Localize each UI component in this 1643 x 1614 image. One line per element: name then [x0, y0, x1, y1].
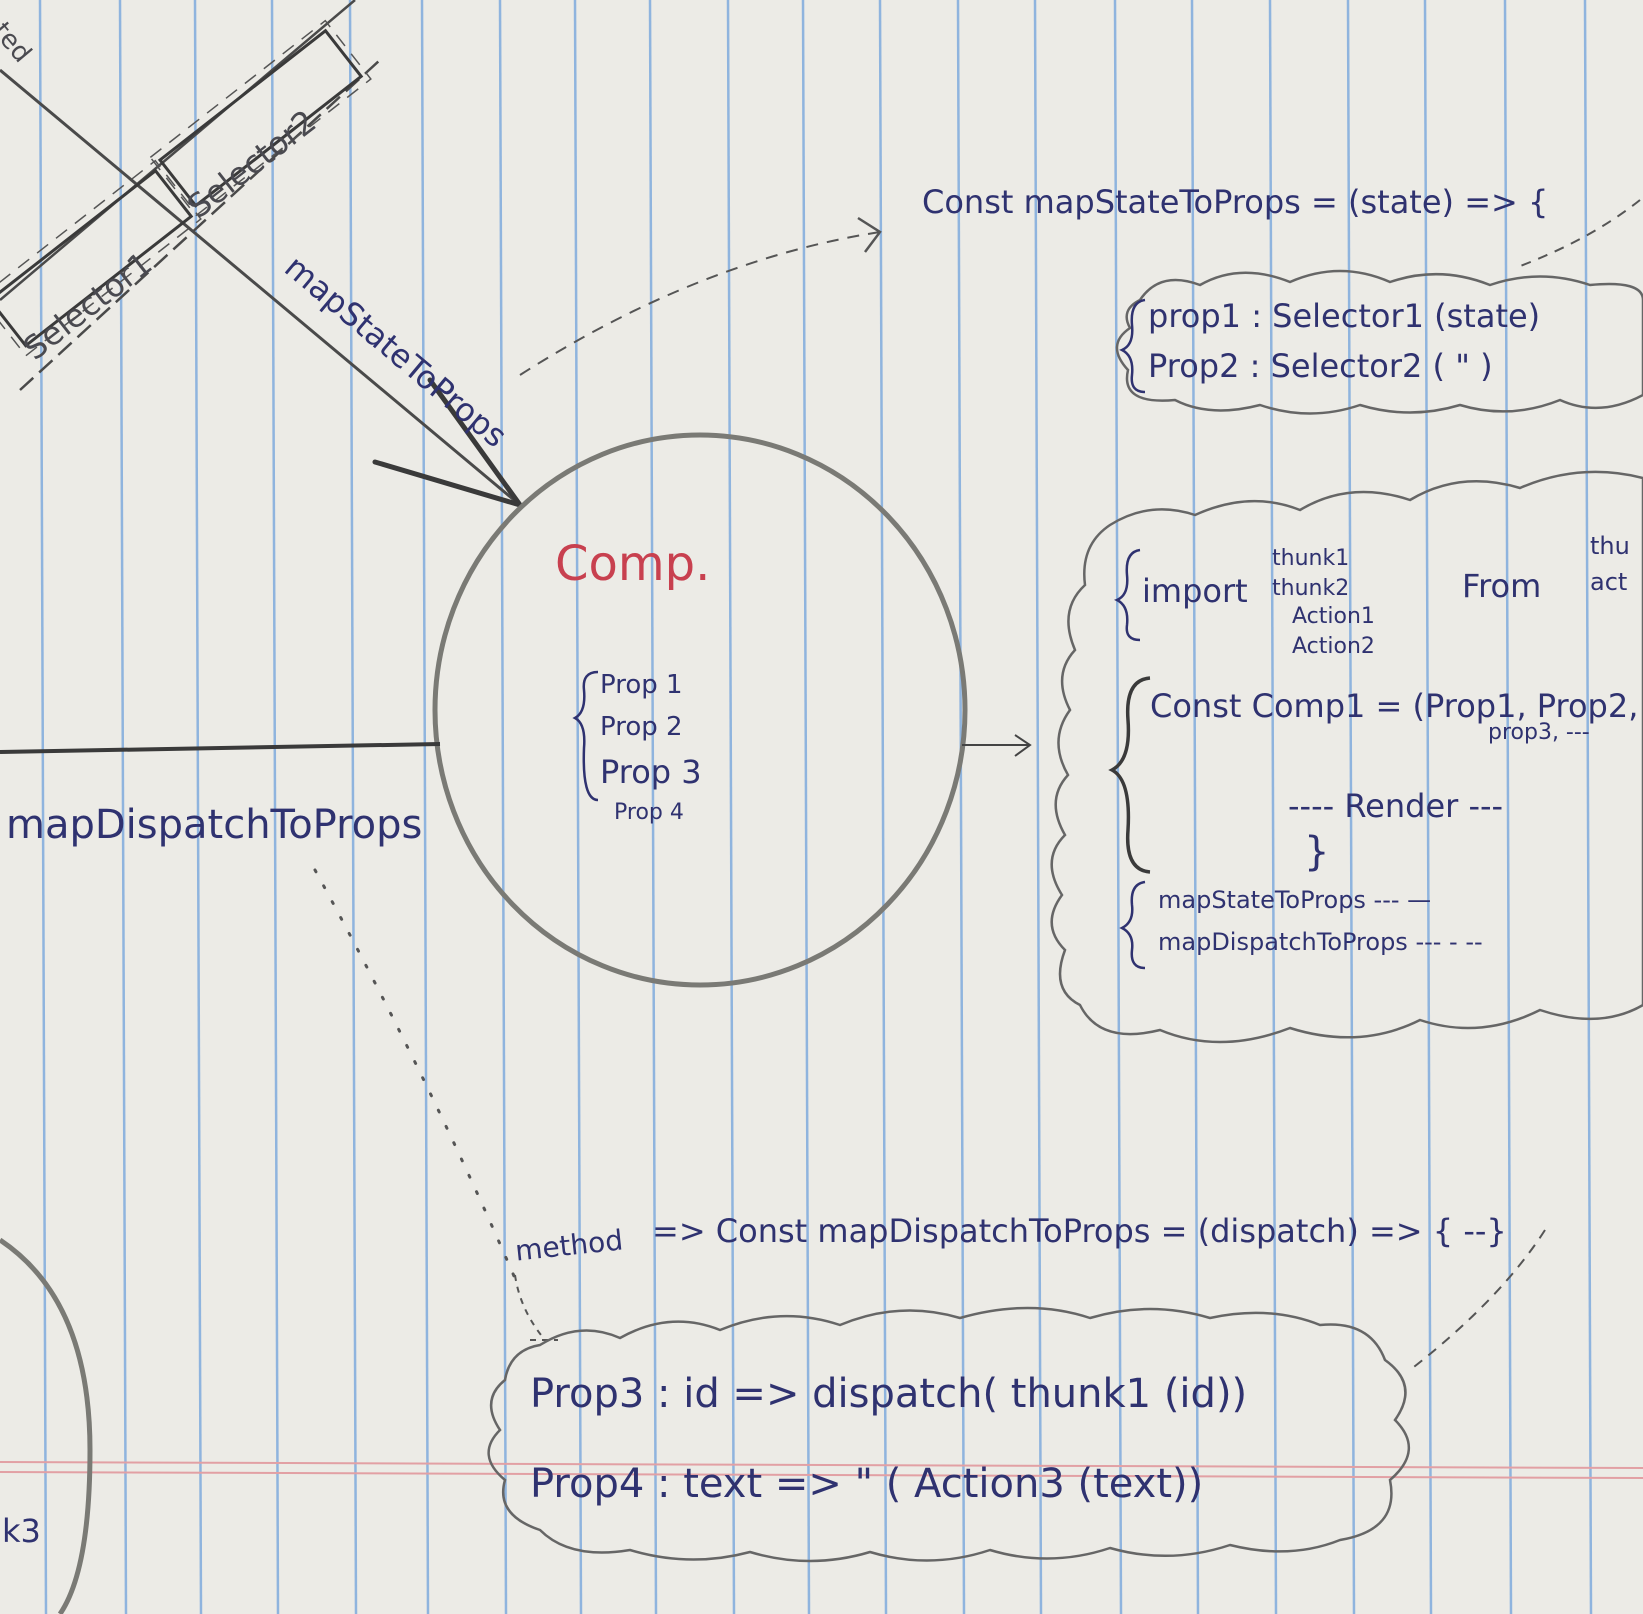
ruled-line	[573, 0, 583, 1614]
arrow-to-component-block	[962, 734, 1032, 757]
dotted-line-to-method	[313, 868, 522, 1292]
bottom-left-text: k3	[2, 1512, 41, 1550]
dispatch-horizontal-line	[0, 742, 441, 754]
ruled-line	[648, 0, 658, 1614]
import-item-2: thunk2	[1272, 576, 1350, 601]
selector-diagonal-line	[0, 68, 521, 507]
mapdispatchtoprops-label: mapDispatchToProps	[6, 802, 423, 848]
arrowhead-mapstate	[372, 377, 523, 508]
from-keyword: From	[1462, 567, 1542, 605]
import-item-1: thunk1	[1272, 546, 1350, 571]
state-line-2: Prop2 : Selector2 ( " )	[1148, 347, 1493, 385]
ruled-line	[38, 0, 48, 1614]
ruled-line	[193, 0, 203, 1614]
ruled-line	[1190, 0, 1200, 1614]
import-keyword: import	[1142, 572, 1248, 610]
component-prop-1: Prop 1	[600, 670, 683, 700]
state-cloud	[1115, 269, 1643, 415]
dashed-arrowhead-state	[857, 216, 882, 253]
dispatch-line-1: Prop3 : id => dispatch( thunk1 (id))	[530, 1371, 1248, 1417]
ruled-line	[1113, 0, 1123, 1614]
ruled-line	[801, 0, 811, 1614]
selector-band-edge-top	[0, 0, 356, 301]
ruled-line	[420, 0, 430, 1614]
import-item-3: Action1	[1292, 604, 1375, 629]
margin-line	[0, 1461, 1643, 1469]
export-brace	[1119, 880, 1146, 970]
component-circle	[432, 432, 968, 988]
import-brace	[1114, 548, 1141, 642]
component-cloud	[1050, 470, 1643, 1044]
selector-2-box	[149, 19, 372, 217]
export-mapstate: mapStateToProps --- —	[1158, 886, 1432, 914]
component-prop-3: Prop 3	[600, 753, 702, 791]
selector-band-edge-bottom	[19, 59, 381, 391]
from-source-2: act	[1590, 568, 1628, 596]
const-brace	[1108, 676, 1151, 874]
ruled-line	[1503, 0, 1513, 1614]
ruled-line	[1583, 0, 1593, 1614]
component-prop-2: Prop 2	[600, 712, 683, 742]
ruled-line	[1268, 0, 1278, 1614]
const-comp-line: Const Comp1 = (Prop1, Prop2,	[1150, 687, 1639, 725]
selector-1-box	[0, 159, 202, 357]
from-source-1: thu	[1590, 532, 1630, 560]
state-brace	[1119, 298, 1146, 394]
ruled-line	[270, 0, 280, 1614]
ruled-line	[1346, 0, 1356, 1614]
state-header: Const mapStateToProps = (state) => {	[922, 183, 1549, 221]
dashed-arrow-to-state	[519, 231, 881, 376]
ruled-line	[498, 0, 508, 1614]
import-item-4: Action2	[1292, 634, 1375, 659]
ruled-line	[348, 0, 358, 1614]
ruled-line	[956, 0, 966, 1614]
ruled-line	[726, 0, 736, 1614]
export-mapdispatch: mapDispatchToProps --- - --	[1158, 928, 1483, 956]
bottom-left-circle-arc	[0, 1237, 93, 1614]
ruled-line	[1423, 0, 1433, 1614]
dotted-arrow-to-dispatch-cloud	[514, 1274, 558, 1341]
ruled-line	[878, 0, 888, 1614]
component-prop-4: Prop 4	[614, 800, 684, 825]
const-comp-line-2: prop3, ---	[1488, 720, 1590, 745]
ruled-line	[1033, 0, 1043, 1614]
dispatch-line-2: Prop4 : text => " ( Action3 (text))	[530, 1461, 1204, 1507]
props-brace	[572, 670, 599, 802]
render-line: ---- Render ---	[1288, 787, 1504, 825]
dispatch-header: => Const mapDispatchToProps = (dispatch)…	[652, 1212, 1507, 1250]
dispatch-cloud	[487, 1306, 1411, 1563]
state-line-1: prop1 : Selector1 (state)	[1148, 297, 1541, 335]
dashed-arrow-to-dispatch-cloud	[1409, 1229, 1546, 1371]
component-title: Comp.	[555, 536, 711, 592]
render-close-brace: }	[1304, 829, 1330, 875]
margin-line	[0, 1471, 1643, 1479]
ruled-line	[118, 0, 128, 1614]
